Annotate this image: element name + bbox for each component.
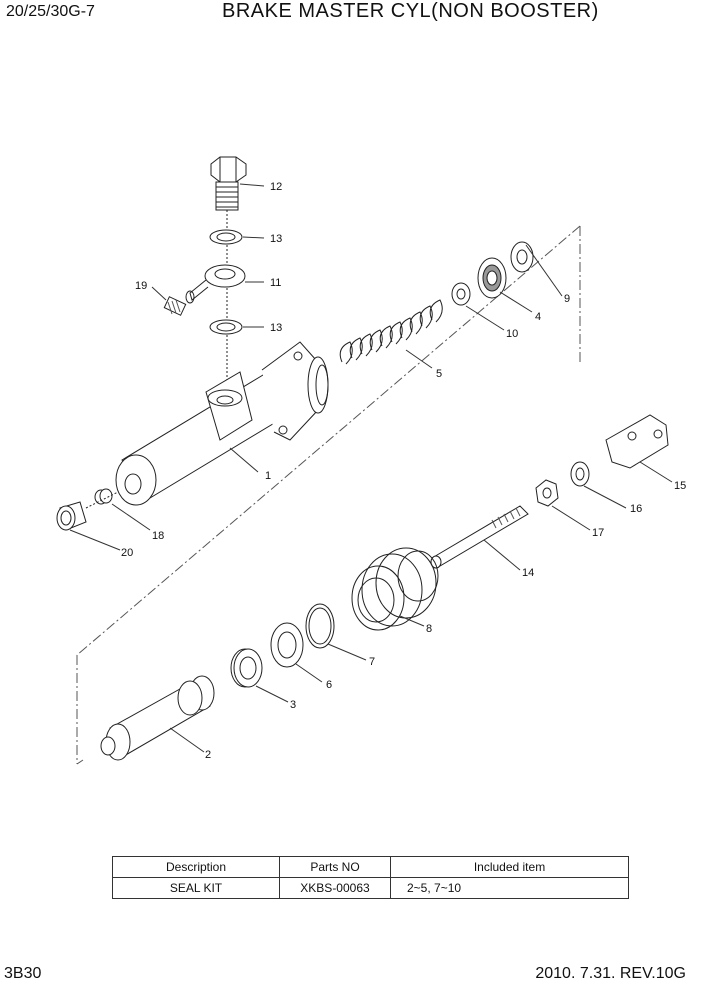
callout-5: 5 <box>436 368 442 380</box>
callout-19: 19 <box>135 280 147 292</box>
part-19-plug <box>163 296 187 316</box>
callout-18: 18 <box>152 530 164 542</box>
callout-4: 4 <box>535 311 541 323</box>
cell-description: SEAL KIT <box>112 877 280 899</box>
callout-labels: 1 2 3 4 5 6 7 8 9 10 11 12 13 13 14 15 1… <box>121 181 686 761</box>
part-9-washer <box>510 241 534 273</box>
part-7-snap-ring <box>305 603 335 649</box>
part-13-washer-bottom <box>209 319 243 335</box>
part-17-nut <box>535 479 559 507</box>
callout-10: 10 <box>506 328 518 340</box>
column-header-description: Description <box>112 856 280 878</box>
cell-parts-no: XKBS-00063 <box>279 877 391 899</box>
part-15-clevis <box>605 414 669 469</box>
part-2-piston <box>100 675 215 761</box>
callout-9: 9 <box>564 293 570 305</box>
part-13-washer-top <box>209 229 243 245</box>
part-11-banjo-fitting <box>185 264 246 304</box>
part-14-push-rod <box>430 505 529 569</box>
part-1-cylinder-body <box>115 341 329 506</box>
part-20-cap <box>56 501 87 531</box>
callout-13-bottom: 13 <box>270 322 282 334</box>
seal-kit-table: Description Parts NO Included item SEAL … <box>112 856 629 899</box>
callout-3: 3 <box>290 699 296 711</box>
column-header-parts-no: Parts NO <box>279 856 391 878</box>
callout-1: 1 <box>265 470 271 482</box>
cell-included-item: 2~5, 7~10 <box>390 877 629 899</box>
table-header-row: Description Parts NO Included item <box>112 856 629 878</box>
callout-7: 7 <box>369 656 375 668</box>
part-4-piston-cup <box>477 257 507 299</box>
part-6-washer <box>270 622 304 668</box>
page-number: 3B30 <box>4 965 42 982</box>
callout-14: 14 <box>522 567 534 579</box>
callout-15: 15 <box>674 480 686 492</box>
page-title: BRAKE MASTER CYL(NON BOOSTER) <box>222 0 599 22</box>
callout-6: 6 <box>326 679 332 691</box>
callout-17: 17 <box>592 527 604 539</box>
callout-11: 11 <box>270 277 281 289</box>
model-label: 20/25/30G-7 <box>6 3 95 20</box>
part-12-bolt <box>210 156 247 228</box>
callout-8: 8 <box>426 623 432 635</box>
callout-16: 16 <box>630 503 642 515</box>
leader-lines <box>69 183 673 753</box>
part-16-nut <box>570 461 590 487</box>
callout-20: 20 <box>121 547 133 559</box>
table-row: SEAL KIT XKBS-00063 2~5, 7~10 <box>112 877 629 899</box>
callout-12: 12 <box>270 181 282 193</box>
part-3-seal <box>230 648 263 688</box>
part-8-boot <box>351 547 439 631</box>
callout-2: 2 <box>205 749 211 761</box>
revision-date: 2010. 7.31. REV.10G <box>535 965 686 982</box>
callout-13-top: 13 <box>270 233 282 245</box>
column-header-included-item: Included item <box>390 856 629 878</box>
part-10-spacer <box>451 282 471 306</box>
part-18-fitting <box>94 488 113 505</box>
part-5-spring <box>339 299 443 365</box>
